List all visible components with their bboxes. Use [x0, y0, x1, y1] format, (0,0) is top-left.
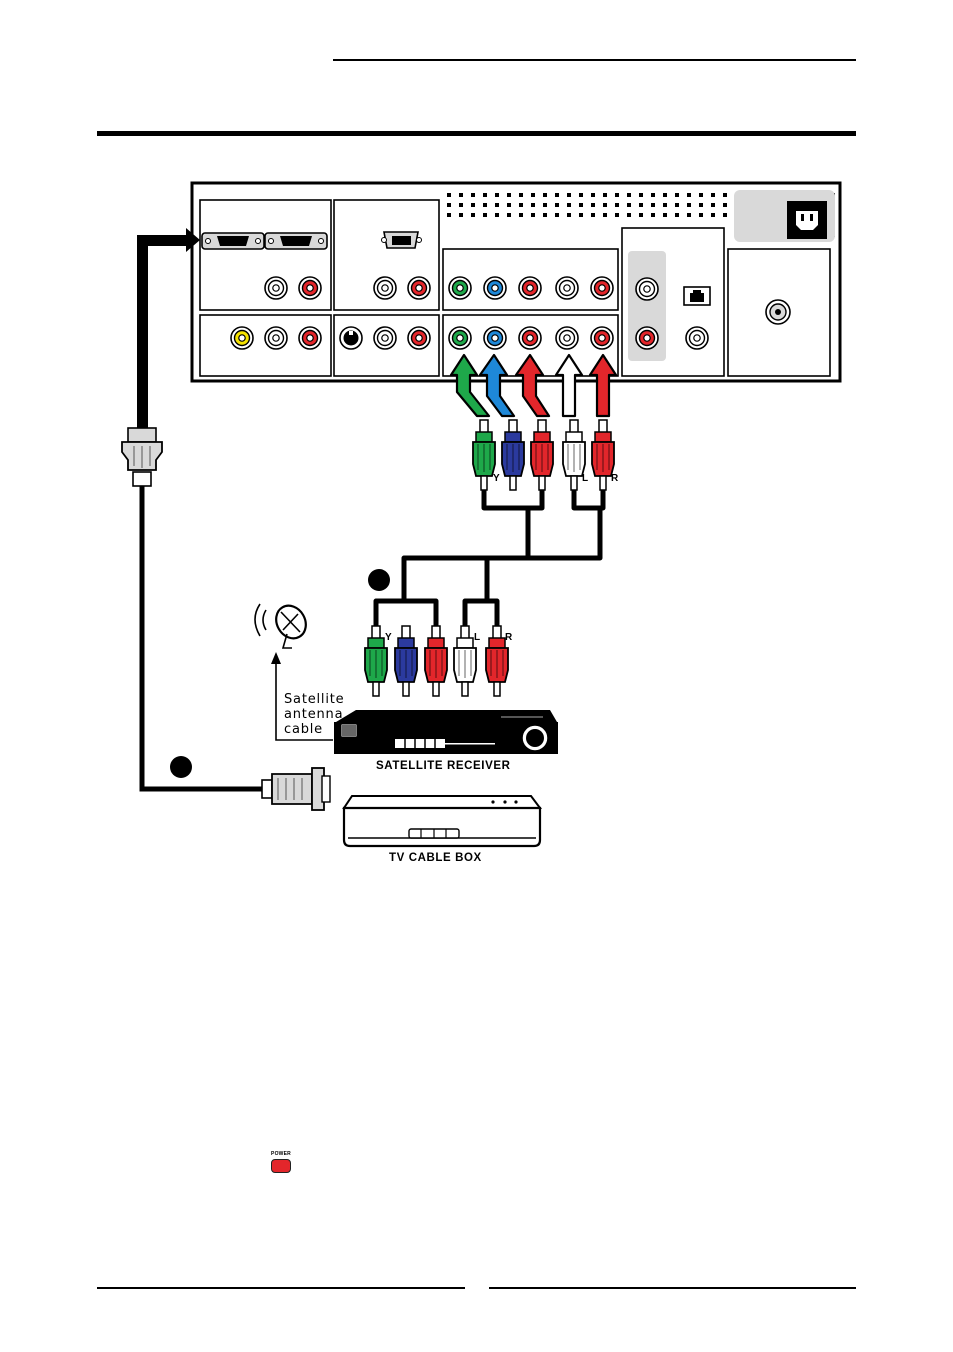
satellite-dish-icon	[255, 600, 312, 648]
step-marker-2	[170, 756, 192, 778]
label-y-tv: Y	[493, 473, 500, 484]
power-key	[271, 1159, 291, 1173]
tv-back-panel	[192, 183, 840, 381]
label-y-src: Y	[385, 632, 392, 643]
satellite-cable-label-3: cable	[284, 722, 323, 737]
power-label: POWER	[266, 1151, 296, 1157]
power-socket	[787, 201, 827, 239]
satellite-receiver	[334, 710, 558, 754]
label-r-src: R	[505, 632, 513, 643]
svideo-port	[340, 327, 362, 349]
label-l-tv: L	[582, 473, 588, 484]
lan-port	[684, 287, 710, 305]
tv-cable-box-label: TV CABLE BOX	[389, 852, 482, 864]
hdmi-plug-cable-end	[122, 428, 162, 486]
dvi-plug	[262, 768, 330, 810]
power-button-icon: POWER	[266, 1151, 296, 1177]
step-marker-1	[368, 569, 390, 591]
label-l-src: L	[474, 632, 480, 643]
tv-cable-box	[344, 796, 540, 846]
antenna-input	[766, 300, 790, 324]
satellite-cable-label-2: antenna	[284, 707, 343, 722]
component-cable-harness	[376, 490, 603, 626]
vga-port	[382, 232, 422, 248]
satellite-cable-label-1: Satellite	[284, 692, 344, 707]
footer-rule-right	[489, 1287, 856, 1289]
footer-rule-left	[97, 1287, 465, 1289]
satellite-receiver-label: SATELLITE RECEIVER	[376, 760, 511, 772]
label-r-tv: R	[611, 473, 619, 484]
